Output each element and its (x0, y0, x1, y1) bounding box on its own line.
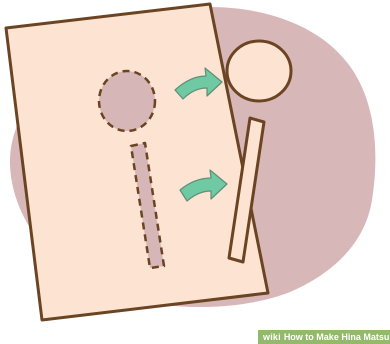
watermark-brand: wiki (263, 330, 281, 344)
cutout-circle (227, 41, 291, 101)
watermark-bar: wiki How to Make Hina Matsu (258, 330, 390, 344)
dashed-circle-outline (99, 71, 155, 131)
watermark-title: How to Make Hina Matsu (284, 330, 390, 344)
